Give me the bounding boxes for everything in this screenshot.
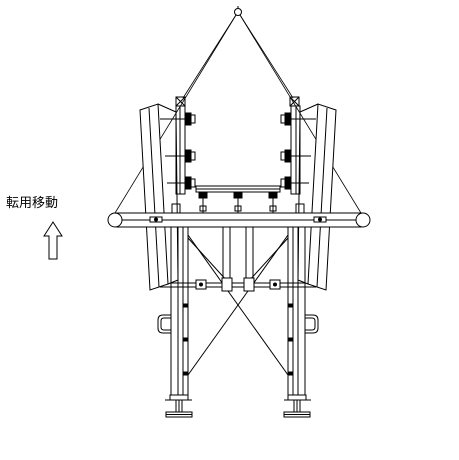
up-arrow-icon xyxy=(43,221,63,260)
tie-rod xyxy=(160,277,316,292)
side-panel-left xyxy=(139,103,179,291)
handle-right xyxy=(305,314,319,334)
handle-left xyxy=(157,314,171,334)
move-caption: 転用移動 xyxy=(6,196,59,211)
base-jack-right xyxy=(283,394,311,418)
jacks-left xyxy=(160,112,196,190)
sling-anchor-left xyxy=(175,96,186,107)
support-frame xyxy=(170,226,306,395)
lifting-hook-icon xyxy=(234,6,242,16)
base-jack-left xyxy=(165,394,193,418)
leg-holes xyxy=(183,303,293,376)
cross-bracing xyxy=(187,234,289,376)
side-panel-right xyxy=(297,103,337,291)
jacks-right xyxy=(280,112,316,190)
bottom-form xyxy=(195,185,281,213)
